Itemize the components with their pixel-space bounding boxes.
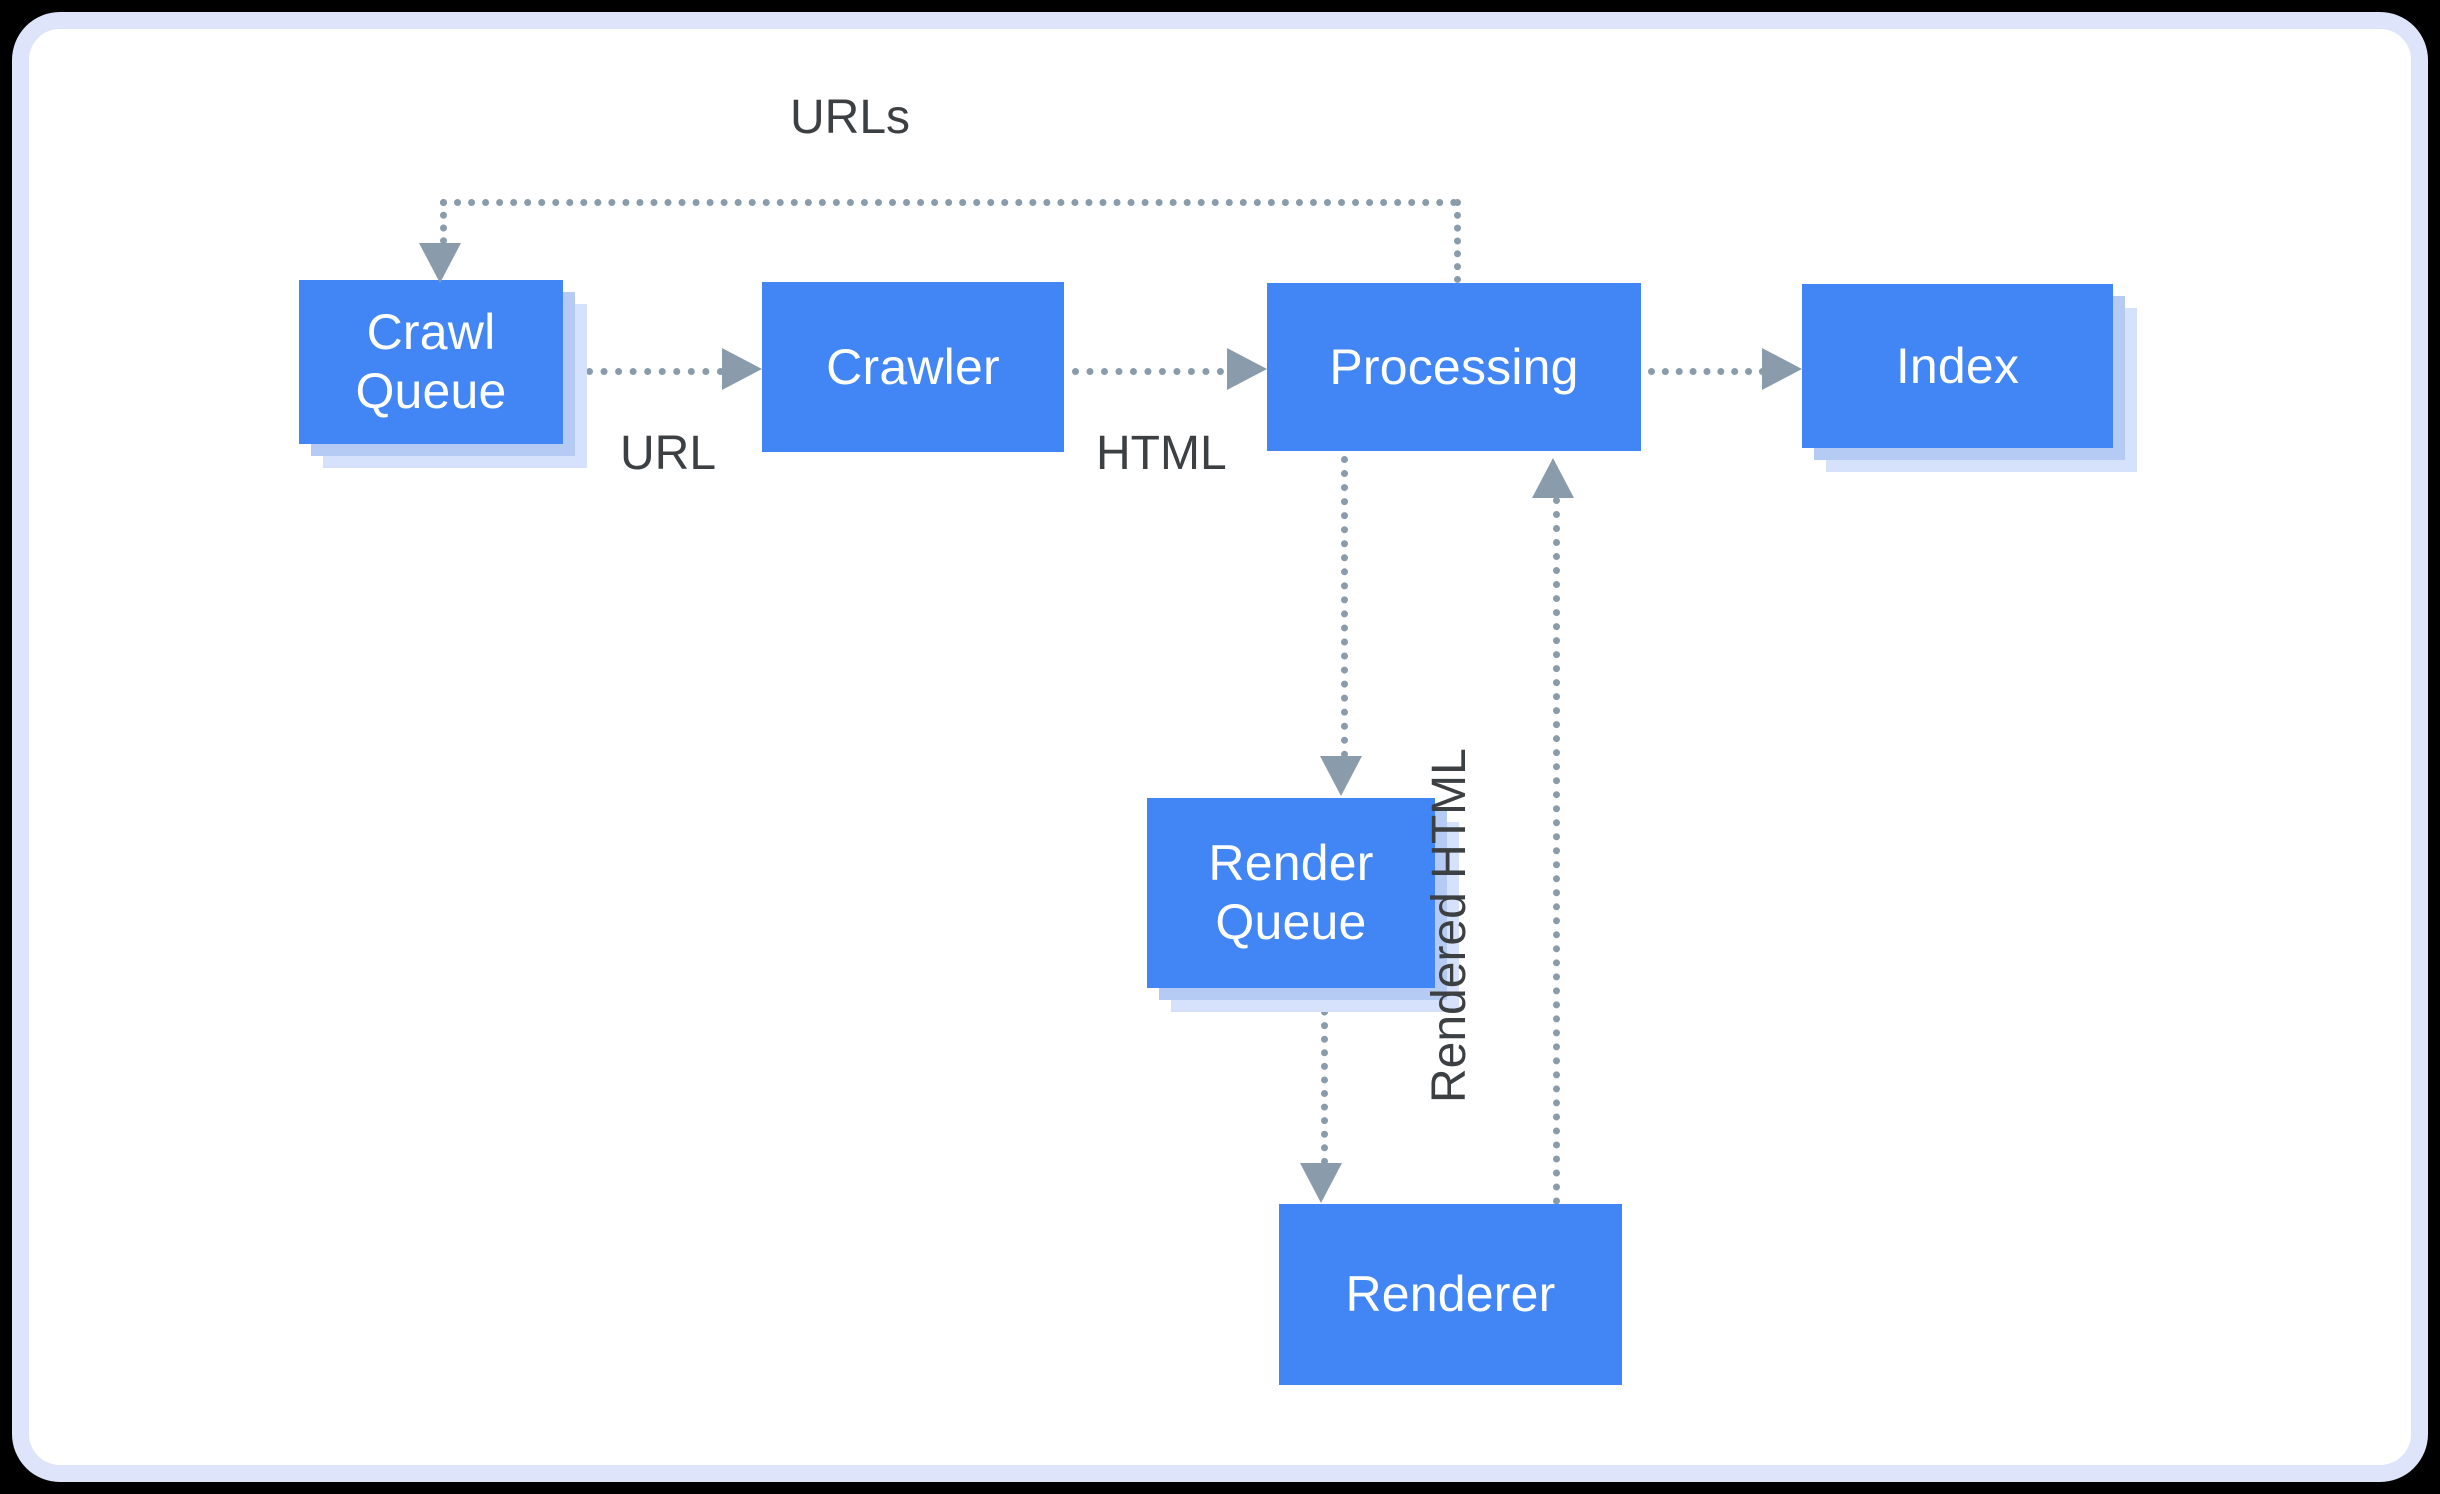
edge-label-url: URL [620, 427, 717, 480]
rendered-html-edge-line [1553, 497, 1560, 1205]
urls-edge-left-segment [440, 199, 447, 257]
node-processing-label: Processing [1329, 338, 1579, 395]
node-crawl-queue-label: Crawl Queue [355, 304, 507, 419]
node-processing[interactable]: Processing [1267, 283, 1641, 451]
render-queue-edge-line [1341, 456, 1348, 758]
renderer-edge-line [1321, 995, 1328, 1165]
node-crawl-queue[interactable]: Crawl Queue [299, 280, 563, 444]
diagram-frame [12, 12, 2428, 1482]
html-edge-line [1072, 368, 1224, 375]
node-render-queue[interactable]: Render Queue [1147, 798, 1435, 988]
url-edge-line [586, 368, 724, 375]
edge-label-urls: URLs [790, 91, 911, 144]
edge-label-rendered-html: Rendered HTML [1423, 748, 1476, 1103]
node-crawler[interactable]: Crawler [762, 282, 1064, 452]
index-edge-line [1648, 368, 1766, 375]
render-queue-edge-arrowhead-icon [1320, 756, 1362, 796]
index-edge-arrowhead-icon [1762, 348, 1802, 390]
node-crawler-label: Crawler [826, 338, 1000, 395]
node-index-label: Index [1895, 337, 2020, 394]
urls-edge-top-segment [440, 199, 1458, 206]
rendered-html-edge-arrowhead-icon [1532, 458, 1574, 498]
node-index[interactable]: Index [1802, 284, 2113, 448]
node-renderer-label: Renderer [1345, 1266, 1556, 1322]
url-edge-arrowhead-icon [722, 348, 762, 390]
urls-edge-right-segment [1454, 199, 1461, 283]
html-edge-arrowhead-icon [1227, 348, 1267, 390]
edge-label-html: HTML [1096, 427, 1227, 480]
node-render-queue-label: Render Queue [1208, 835, 1374, 950]
renderer-edge-arrowhead-icon [1300, 1163, 1342, 1203]
node-renderer[interactable]: Renderer [1279, 1204, 1622, 1385]
urls-edge-arrowhead-icon [419, 243, 461, 283]
